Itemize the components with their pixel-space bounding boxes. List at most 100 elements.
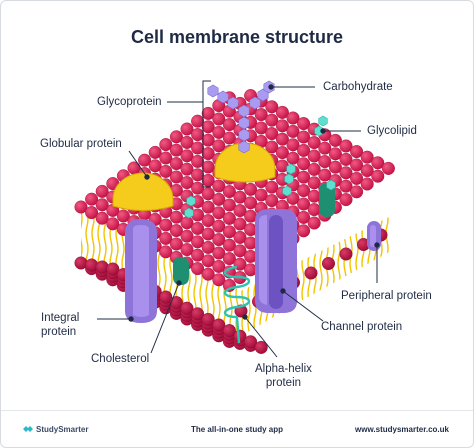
- phospholipid-head: [159, 164, 173, 178]
- sugar-unit: [282, 185, 292, 197]
- phospholipid-head: [159, 218, 173, 232]
- phospholipid-head: [212, 192, 226, 206]
- phospholipid-head: [233, 190, 247, 204]
- phospholipid-head: [275, 119, 289, 133]
- phospholipid-head: [304, 266, 318, 280]
- phospholipid-head: [265, 127, 279, 141]
- phospholipid-head: [212, 233, 226, 247]
- phospholipid-head: [275, 105, 289, 119]
- label-channel-protein: Channel protein: [321, 321, 403, 333]
- label-glycoprotein: Glycoprotein: [97, 96, 162, 108]
- phospholipid-head: [275, 146, 289, 160]
- label-carbohydrate: Carbohydrate: [323, 81, 393, 93]
- phospholipid-head: [222, 198, 236, 212]
- phospholipid-head: [201, 133, 215, 147]
- phospholipid-head: [191, 221, 205, 235]
- studysmarter-logo-icon: [23, 426, 33, 432]
- label-cholesterol: Cholesterol: [91, 353, 150, 365]
- footer-website-link[interactable]: www.studysmarter.co.uk: [355, 425, 449, 434]
- phospholipid-head: [159, 245, 173, 259]
- phospholipid-head: [318, 168, 332, 182]
- phospholipid-head: [212, 219, 226, 233]
- sugar-unit: [184, 207, 194, 219]
- phospholipid-head: [159, 231, 173, 245]
- phospholipid-head: [265, 113, 279, 127]
- phospholipid-head: [222, 131, 236, 145]
- leader-lines: [97, 80, 380, 358]
- phospholipid-head: [159, 138, 173, 152]
- phospholipid-head: [254, 108, 268, 122]
- phospholipid-head: [297, 117, 311, 131]
- phospholipid-head: [322, 257, 336, 271]
- phospholipid-head: [275, 132, 289, 146]
- phospholipid-head: [212, 206, 226, 220]
- phospholipid-head: [339, 166, 353, 180]
- phospholipid-head: [222, 252, 236, 266]
- phospholipid-head: [307, 149, 321, 163]
- phospholipid-head: [191, 168, 205, 182]
- phospholipid-head: [201, 160, 215, 174]
- phospholipid-head: [191, 307, 205, 321]
- phospholipid-head: [297, 210, 311, 224]
- phospholipid-head: [286, 111, 300, 125]
- phospholipid-head: [350, 171, 364, 185]
- phospholipid-head: [191, 235, 205, 249]
- phospholipid-head: [180, 149, 194, 163]
- phospholipid-head: [85, 192, 99, 206]
- phospholipid-head: [201, 312, 215, 326]
- sugar-unit: [249, 96, 261, 110]
- phospholipid-head: [222, 118, 236, 132]
- phospholipid-head: [350, 158, 364, 172]
- phospholipid-head: [201, 214, 215, 228]
- phospholipid-head: [254, 340, 268, 354]
- phospholipid-head: [180, 176, 194, 190]
- phospholipid-head: [265, 180, 279, 194]
- phospholipid-head: [169, 296, 183, 310]
- phospholipid-head: [191, 128, 205, 142]
- phospholipid-head: [138, 153, 152, 167]
- phospholipid-head: [201, 200, 215, 214]
- phospholipid-head: [297, 143, 311, 157]
- phospholipid-head: [116, 209, 130, 223]
- diagram-title: Cell membrane structure: [130, 27, 344, 47]
- phospholipid-head: [169, 130, 183, 144]
- phospholipid-head: [191, 141, 205, 155]
- phospholipid-head: [159, 151, 173, 165]
- phospholipid-head: [106, 217, 120, 231]
- phospholipid-head: [350, 145, 364, 159]
- phospholipid-head: [212, 179, 226, 193]
- phospholipid-head: [169, 157, 183, 171]
- phospholipid-head: [169, 170, 183, 184]
- phospholipid-head: [180, 229, 194, 243]
- phospholipid-head: [328, 147, 342, 161]
- phospholipid-head: [212, 112, 226, 126]
- phospholipid-head: [180, 135, 194, 149]
- sugar-unit: [207, 84, 219, 98]
- phospholipid-head: [265, 100, 279, 114]
- phospholipid-head: [191, 181, 205, 195]
- phospholipid-head: [74, 200, 88, 214]
- phospholipid-head: [244, 196, 258, 210]
- phospholipid-head: [212, 246, 226, 260]
- phospholipid-head: [222, 324, 236, 338]
- phospholipid-head: [339, 179, 353, 193]
- phospholipid-head: [297, 157, 311, 171]
- glycolipid-chains: [184, 115, 336, 219]
- phospholipid-head: [307, 216, 321, 230]
- phospholipid-head: [381, 161, 395, 175]
- brand-logo[interactable]: StudySmarter: [23, 425, 88, 434]
- footer-tagline: The all-in-one study app: [190, 425, 283, 434]
- sugar-unit: [238, 128, 250, 142]
- label-peripheral-protein: Peripheral protein: [341, 290, 432, 302]
- phospholipid-head: [201, 147, 215, 161]
- phospholipid-head: [360, 177, 374, 191]
- phospholipid-head: [169, 224, 183, 238]
- sugar-unit: [217, 90, 229, 104]
- phospholipid-head: [233, 204, 247, 218]
- phospholipid-head: [180, 122, 194, 136]
- phospholipid-head: [201, 254, 215, 268]
- phospholipid-head: [180, 162, 194, 176]
- phospholipid-head: [286, 191, 300, 205]
- sugar-unit: [238, 104, 250, 118]
- sugar-unit: [318, 115, 328, 127]
